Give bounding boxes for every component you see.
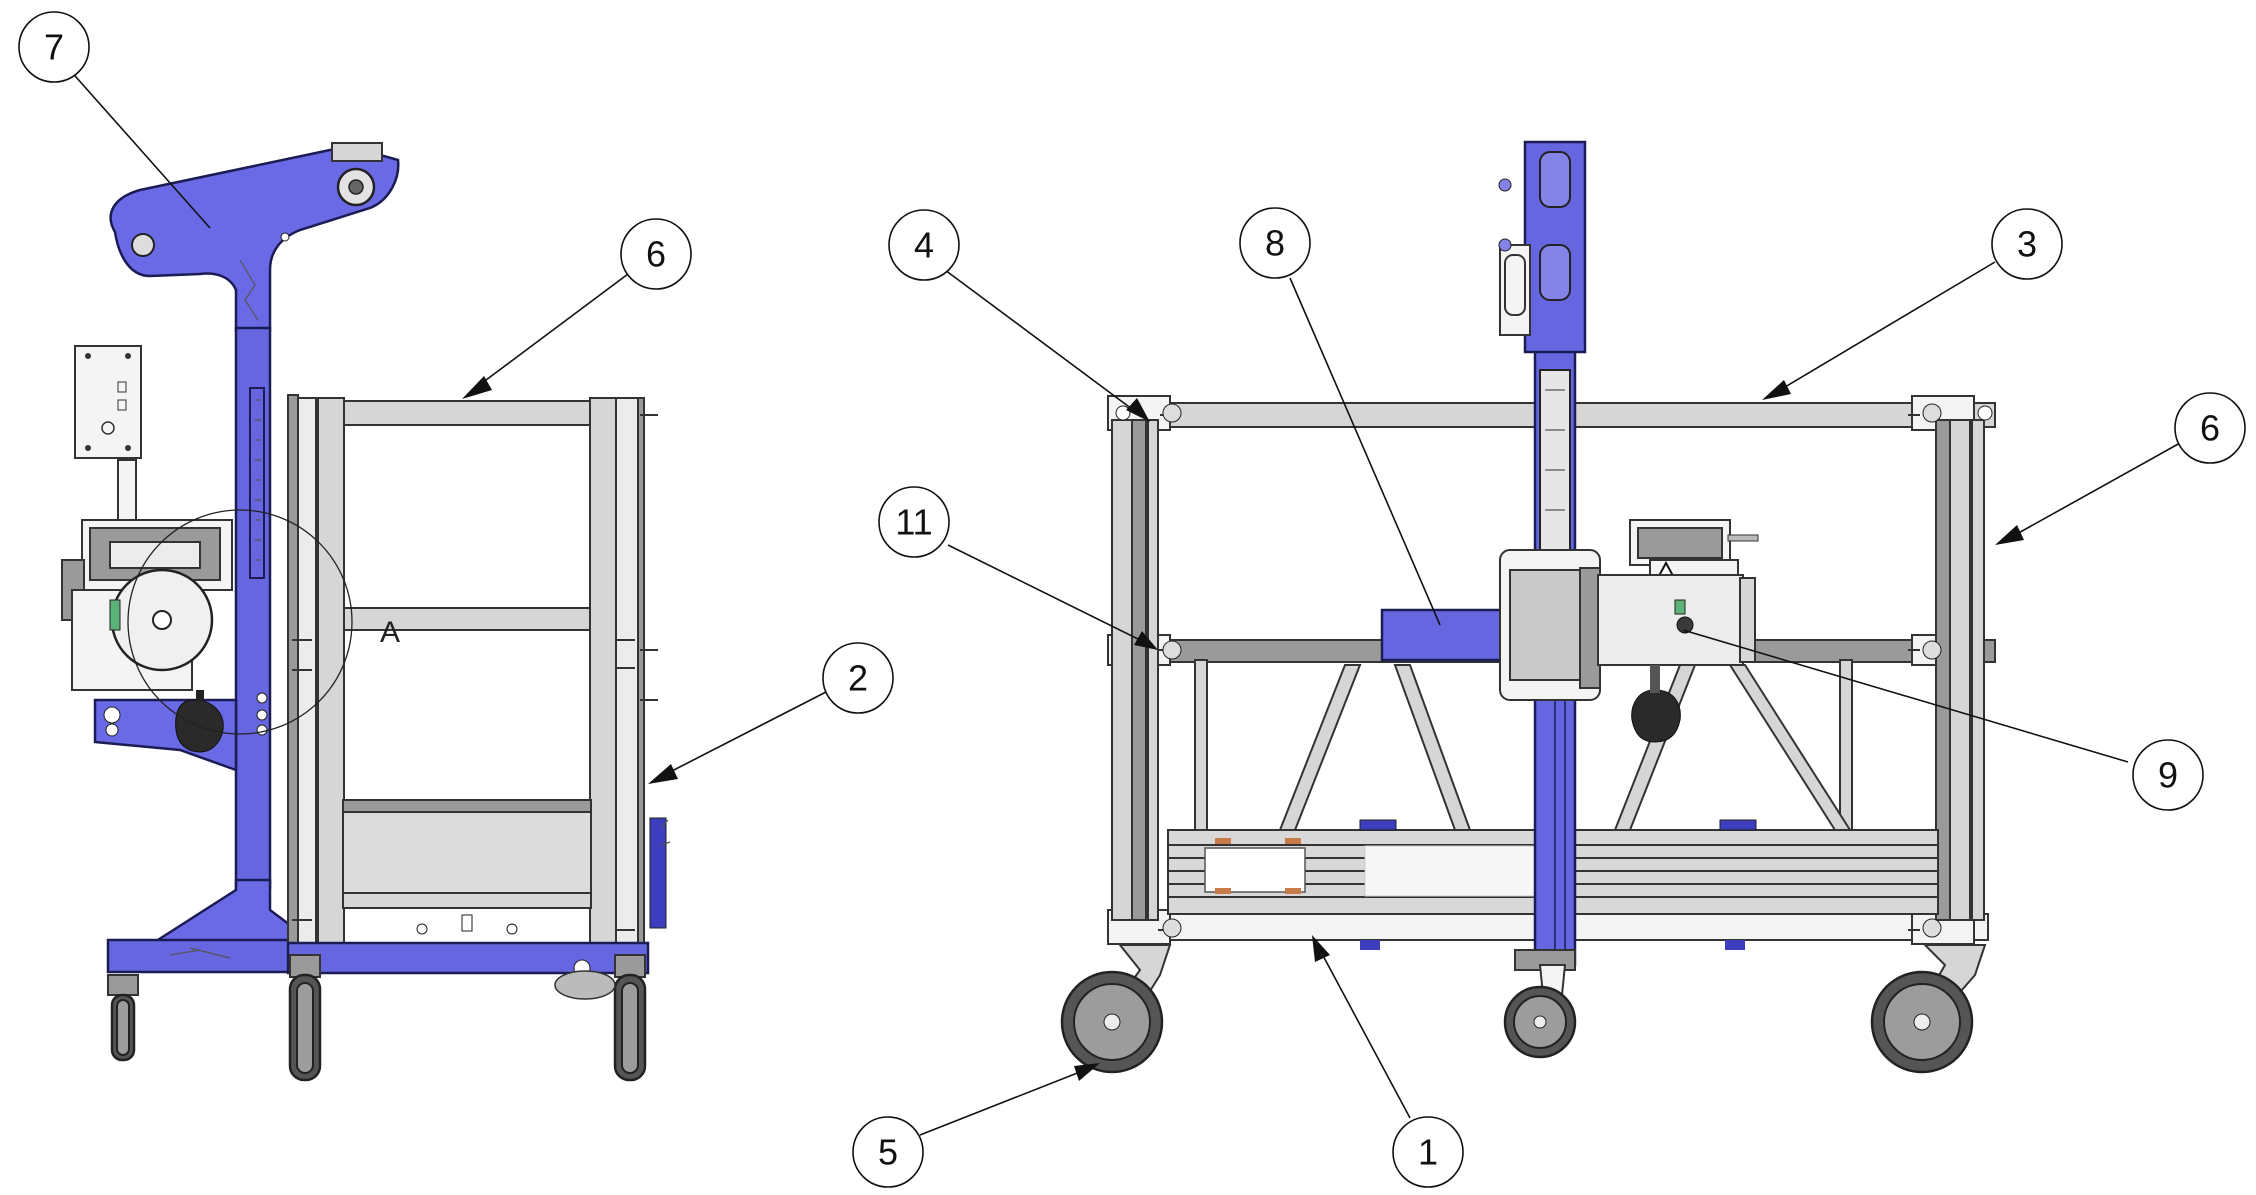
svg-text:3: 3 — [2017, 224, 2037, 265]
callout-7: 7 — [18, 11, 90, 83]
side-caster-left — [107, 974, 139, 1062]
side-view: A — [61, 142, 671, 1082]
svg-text:1: 1 — [1418, 1132, 1438, 1173]
callout-9: 9 — [2132, 739, 2204, 811]
side-floor-panel — [342, 799, 592, 909]
mast-top-arm — [109, 143, 400, 332]
svg-text:7: 7 — [44, 27, 64, 68]
right-upright — [1949, 419, 1971, 921]
callout-4: 4 — [888, 209, 960, 281]
detail-label: A — [380, 616, 400, 649]
side-post-left — [317, 397, 345, 944]
callouts: 7 6 2 4 8 3 — [18, 11, 2246, 1188]
callout-3: 3 — [1991, 208, 2063, 280]
svg-text:6: 6 — [2200, 408, 2220, 449]
truss — [1194, 659, 1853, 831]
side-post-right — [589, 397, 617, 944]
left-upright — [1111, 419, 1133, 921]
side-base-rail — [286, 941, 650, 975]
svg-text:9: 9 — [2158, 755, 2178, 796]
callout-8: 8 — [1239, 207, 1311, 279]
svg-text:4: 4 — [914, 225, 934, 266]
callout-6-front: 6 — [2174, 392, 2246, 464]
svg-text:11: 11 — [895, 502, 932, 543]
callout-6-side: 6 — [620, 218, 692, 290]
callout-11: 11 — [878, 486, 950, 558]
svg-text:8: 8 — [1265, 223, 1285, 264]
svg-text:6: 6 — [646, 234, 666, 275]
side-caster-mid — [288, 954, 322, 1082]
control-box — [74, 345, 142, 459]
caster-center — [1503, 949, 1577, 1059]
detail-circle — [127, 509, 353, 735]
svg-text:5: 5 — [878, 1132, 898, 1173]
hoist-motor — [1499, 519, 1759, 743]
arm-cap — [331, 142, 383, 162]
callout-1: 1 — [1392, 1116, 1464, 1188]
caster-right — [1870, 944, 1987, 1074]
svg-text:2: 2 — [848, 658, 868, 699]
arm-pivot — [131, 233, 155, 257]
front-view — [1060, 140, 1996, 1074]
callout-5: 5 — [852, 1116, 924, 1188]
callout-2: 2 — [822, 642, 894, 714]
caster-left — [1060, 944, 1172, 1074]
side-caster-right — [613, 954, 647, 1082]
